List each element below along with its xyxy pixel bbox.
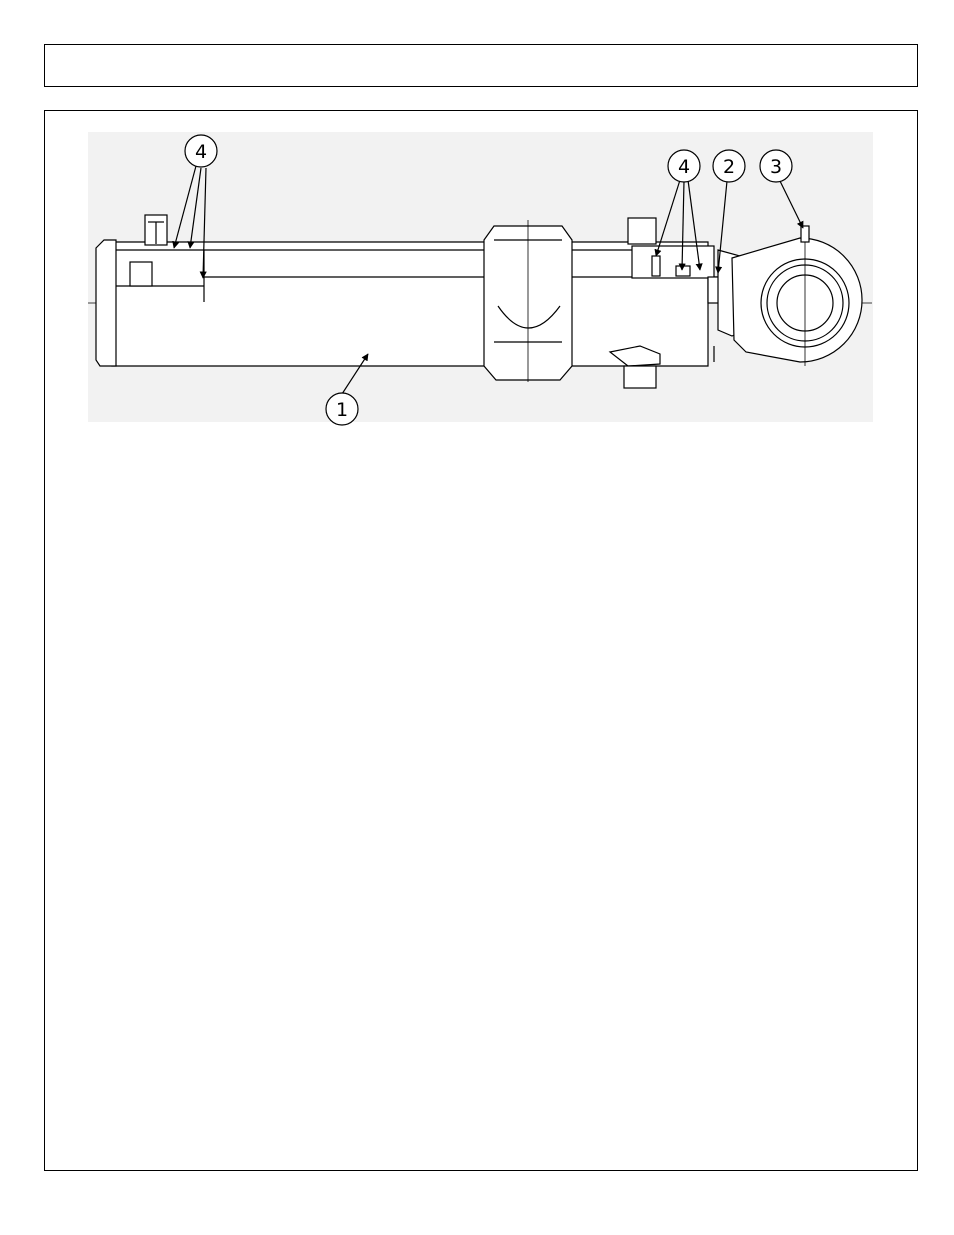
callout-4-left: 4 [185, 135, 217, 167]
callout-4-left-label: 4 [195, 141, 207, 163]
callout-3: 3 [760, 150, 792, 182]
callout-3-label: 3 [770, 156, 782, 178]
callout-4-right-label: 4 [678, 156, 690, 178]
callout-1-label: 1 [336, 399, 348, 421]
callout-1: 1 [326, 393, 358, 425]
callout-2: 2 [713, 150, 745, 182]
callout-4-right: 4 [668, 150, 700, 182]
callout-2-label: 2 [723, 156, 735, 178]
